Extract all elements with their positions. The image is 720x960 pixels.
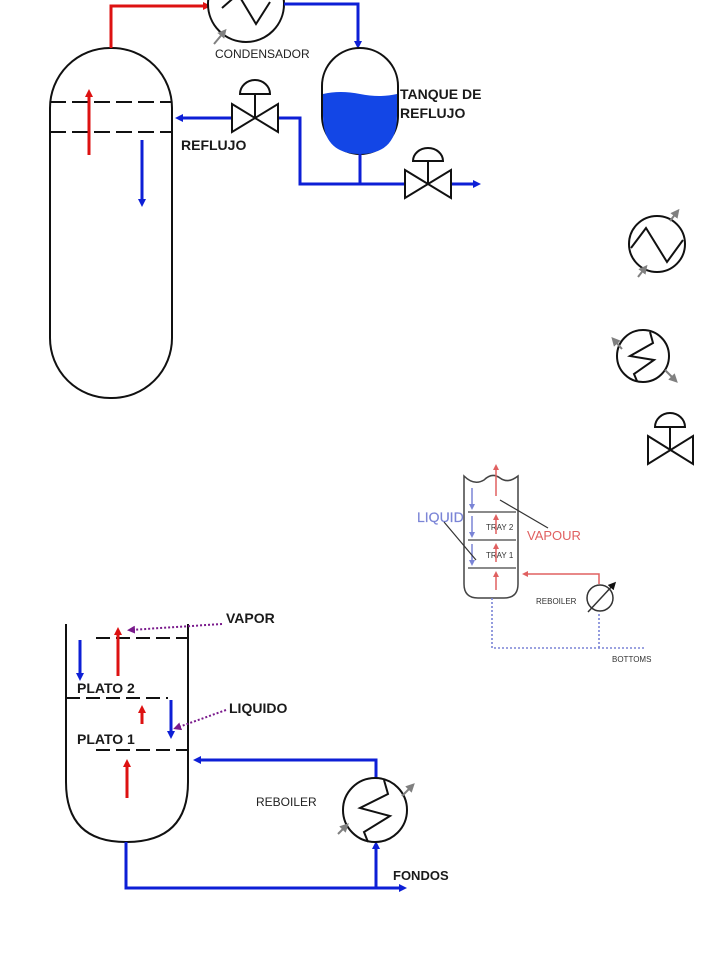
small-reboiler-icon [586, 581, 617, 613]
small-reboiler-label: REBOILER [536, 597, 577, 606]
condensador-label: CONDENSADOR [215, 47, 310, 61]
condenser-coil-icon [611, 329, 678, 383]
liquido-label: LIQUIDO [229, 700, 287, 716]
symbol-legend [611, 208, 694, 466]
small-reboiler-return [522, 571, 600, 584]
small-bottoms-line [491, 598, 644, 649]
small-bottoms-label: BOTTOMS [612, 655, 651, 664]
distillate-valve-icon [404, 147, 452, 200]
plato1-label: PLATO 1 [77, 731, 135, 747]
reboiler-return-line [193, 756, 378, 780]
small-vapour-label: VAPOUR [527, 528, 581, 543]
tanque-label-line1: TANQUE DE [400, 86, 481, 102]
control-valve-icon [647, 412, 694, 466]
tanque-label-line2: REFLUJO [400, 105, 465, 121]
top-process-diagram: CONDENSADOR TANQUE DE REFLUJO REFLUJO [49, 0, 481, 399]
tray1-label: TRAY 1 [486, 551, 514, 560]
reboiler-label: REBOILER [256, 795, 317, 809]
reflux-valve-icon [231, 79, 279, 134]
heat-exchanger-icon [628, 208, 686, 278]
plato2-label: PLATO 2 [77, 680, 135, 696]
reflux-tank [321, 47, 399, 155]
vapor-label: VAPOR [226, 610, 275, 626]
bottom-process-diagram: PLATO 2 PLATO 1 VAPOR LIQUIDO REBOILER F… [65, 610, 449, 892]
vapour-leader-line [499, 499, 549, 529]
bottoms-line [124, 842, 407, 892]
distillation-column [49, 47, 173, 399]
condensate-line [284, 2, 362, 49]
reboiler-icon [337, 777, 415, 843]
condenser-icon [207, 0, 285, 45]
tray2-label: TRAY 2 [486, 523, 514, 532]
reflujo-label: REFLUJO [181, 137, 246, 153]
liquid-leader-line [443, 521, 477, 561]
reflux-line [278, 116, 360, 186]
vapor-callout-line [127, 623, 223, 634]
small-column-diagram: TRAY 2 TRAY 1 LIQUID VAPOUR REBOILER BOT… [417, 464, 651, 664]
fondos-label: FONDOS [393, 868, 449, 883]
overhead-vapor-line [109, 2, 211, 48]
small-liquid-label: LIQUID [417, 509, 464, 525]
liquido-callout-line [173, 709, 227, 731]
